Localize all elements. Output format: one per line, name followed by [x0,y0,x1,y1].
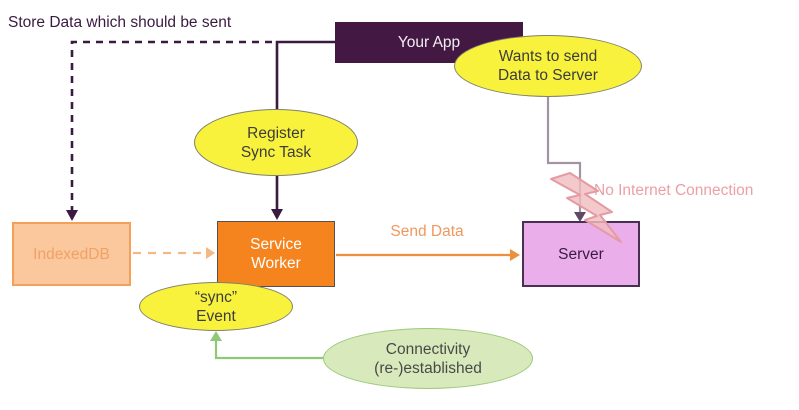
edge-app-to-server [546,96,582,213]
arrowhead-service-worker [271,209,283,220]
edge-app-to-indexeddb [70,40,272,210]
edge-connectivity-to-sync [214,340,324,360]
arrowhead-sync-event [210,331,222,341]
arrowhead-send-data [510,249,520,261]
arrowhead-indexeddb [66,210,78,221]
edge-app-to-service-worker [275,40,335,209]
arrowhead-server [574,212,586,222]
arrowhead-dashed-orange [206,247,215,259]
